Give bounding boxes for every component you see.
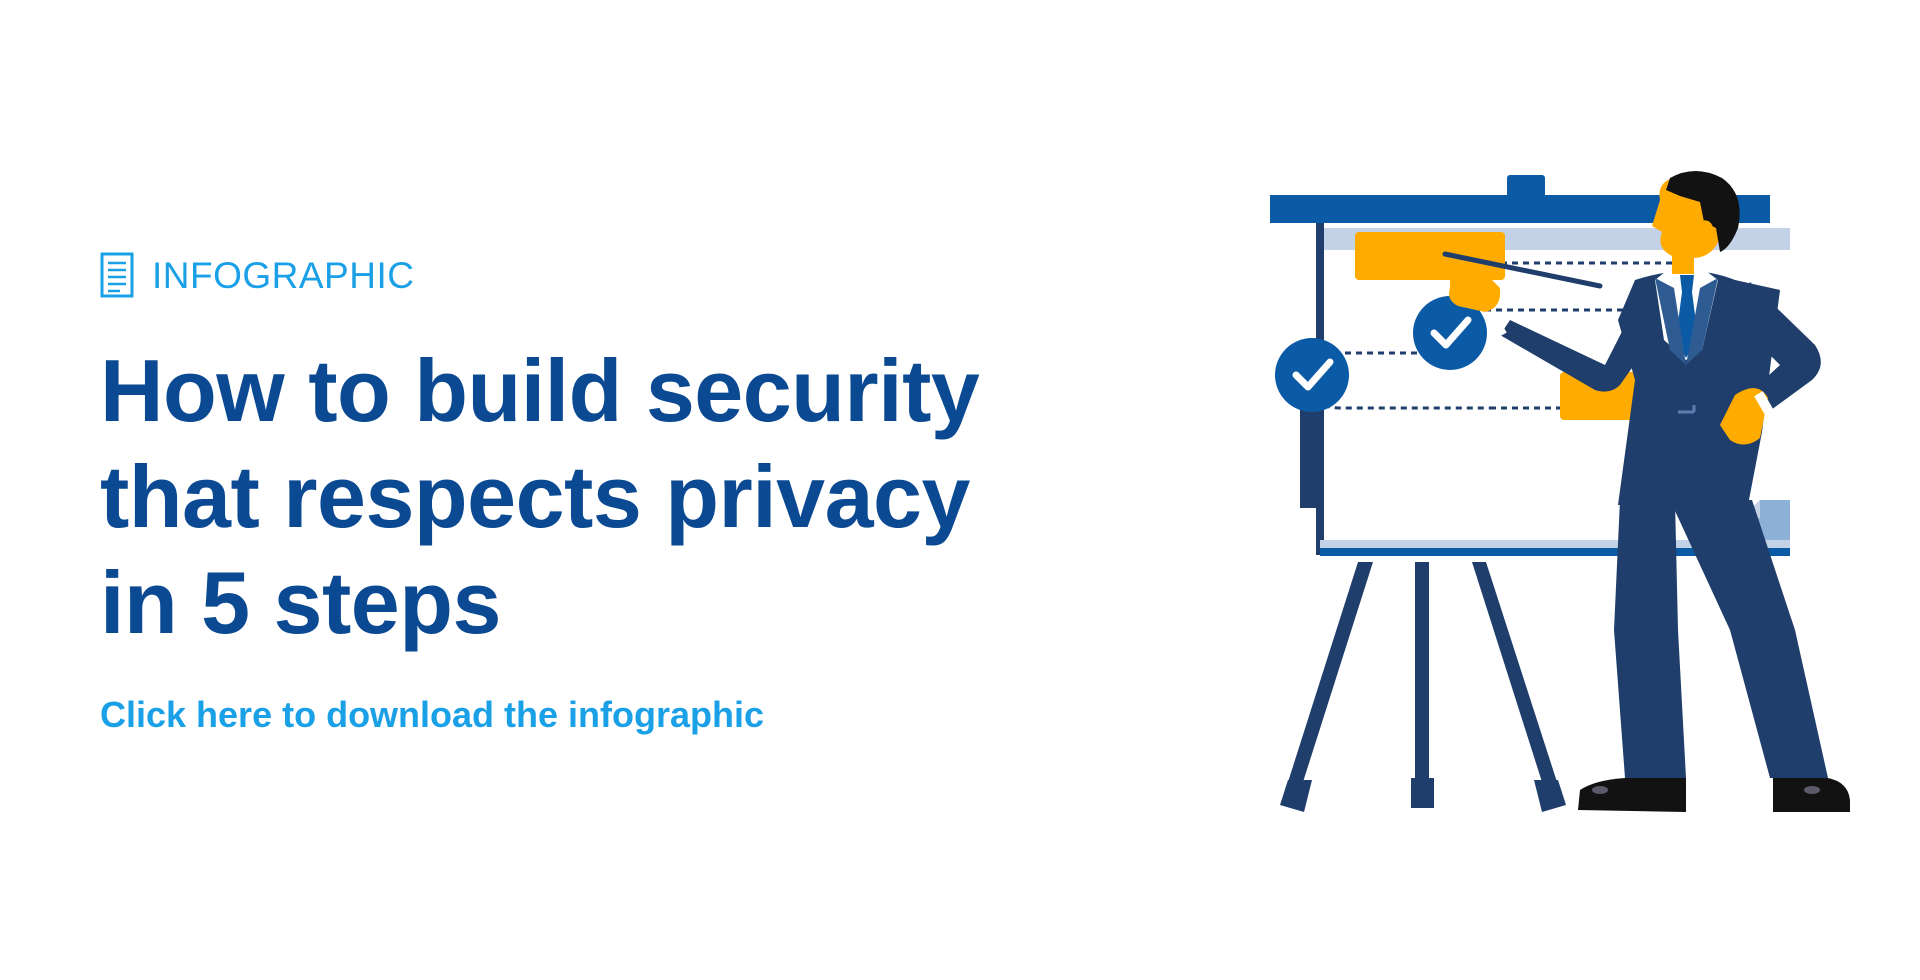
pointer-stick: [1442, 251, 1603, 289]
title-line: in 5 steps: [100, 553, 501, 652]
page-title: How to build security that respects priv…: [100, 338, 1060, 656]
eyebrow-label: INFOGRAPHIC: [152, 254, 415, 296]
eyebrow: INFOGRAPHIC: [100, 250, 1060, 300]
download-infographic-link[interactable]: Click here to download the infographic: [100, 694, 765, 735]
check-icon: [1430, 316, 1472, 349]
check-icon: [1292, 358, 1334, 391]
title-line: How to build security: [100, 341, 980, 440]
presenter-figure: [1449, 171, 1850, 812]
easel-legs: [1280, 562, 1566, 812]
banner-text-block: INFOGRAPHIC How to build security that r…: [100, 250, 1060, 736]
title-line: that respects privacy: [100, 447, 970, 546]
document-icon: [100, 252, 134, 298]
presenter-illustration: [1270, 171, 1850, 812]
